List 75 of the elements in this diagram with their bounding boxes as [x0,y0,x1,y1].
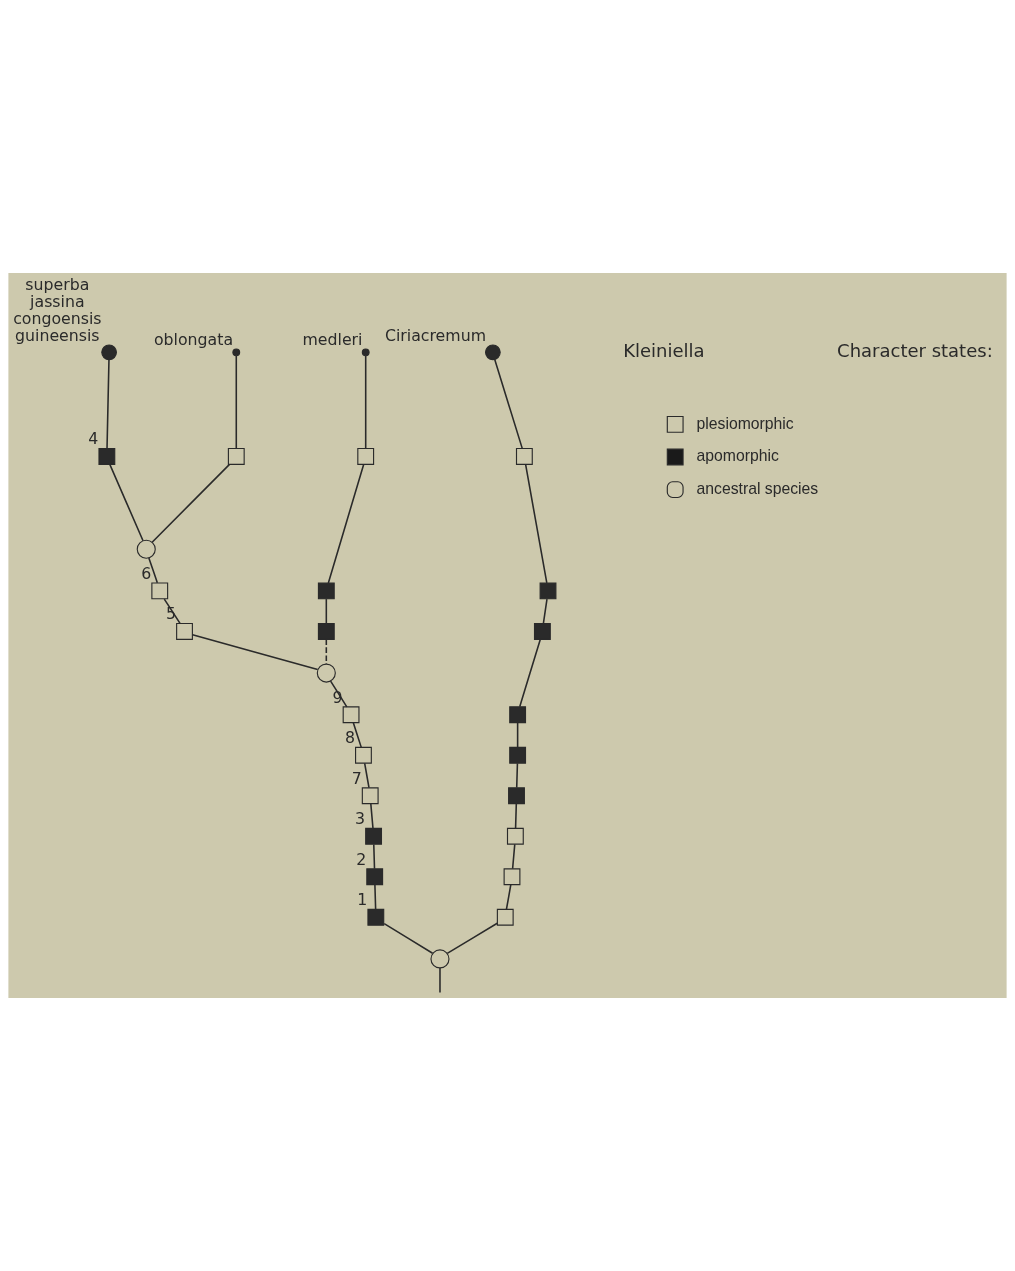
connector [363,762,370,789]
connector [235,355,238,450]
connector [542,598,548,625]
node-box [317,623,335,640]
connector [511,843,516,870]
connector [325,638,328,665]
node-label: 9 [332,687,343,707]
node-label: medleri [302,329,363,349]
node-box [509,706,527,724]
connector [370,803,374,829]
connector [191,634,319,671]
node-label: oblongata [153,329,234,349]
node-label: superba [25,275,90,295]
node-label: 2 [356,849,367,869]
connector [505,884,512,910]
node-circle [485,344,501,361]
node-box [151,582,169,600]
node-box [355,746,372,764]
connector [151,463,231,543]
node-box [367,908,385,926]
connector [518,638,542,708]
connector [373,843,376,870]
node-box [365,827,383,845]
connector [383,922,434,955]
node-box [506,827,524,845]
node-circle [430,949,450,969]
label: Kleiniella [623,339,705,361]
connector [493,358,523,450]
node-label: Ciriacremum [384,325,486,345]
connector [524,463,548,584]
connector [352,722,362,748]
node-box [317,582,335,600]
connector [106,359,110,450]
node-box [176,623,193,640]
node-circle [232,348,241,357]
connector [163,598,181,625]
node-box [366,868,384,886]
connector [516,722,519,748]
node-label: 8 [344,728,355,748]
connector [515,762,519,789]
node-label: 3 [355,809,366,829]
node-box [496,908,514,926]
connector [446,922,499,955]
node-box [98,448,116,465]
node-box [508,787,525,805]
node-box [227,448,245,465]
node-box [361,787,379,805]
node-label: 4 [88,429,99,449]
legend-label: plesiomorphic [696,414,794,432]
legend-label: ancestral species [696,479,819,497]
connector [374,884,377,910]
connector [514,803,518,829]
connector [329,680,348,708]
connector [148,557,159,584]
node-box [509,746,527,764]
connector [327,463,365,584]
node-box [533,623,551,640]
node-circle [316,663,336,683]
node-label: 1 [357,890,368,910]
node-label: 7 [351,768,362,788]
node-circle [361,348,370,357]
node-box [515,448,533,465]
node-box [503,868,521,886]
node-box [539,582,557,600]
connector [325,598,328,625]
node-circle [101,344,117,361]
node-circle [136,539,156,559]
connector [109,463,144,542]
connector [364,355,367,450]
legend-label: apomorphic [696,447,779,465]
connector [439,967,441,994]
label: Character states: [837,339,993,361]
node-box [357,448,375,465]
node-label: 6 [141,563,152,583]
node-box [342,706,360,724]
